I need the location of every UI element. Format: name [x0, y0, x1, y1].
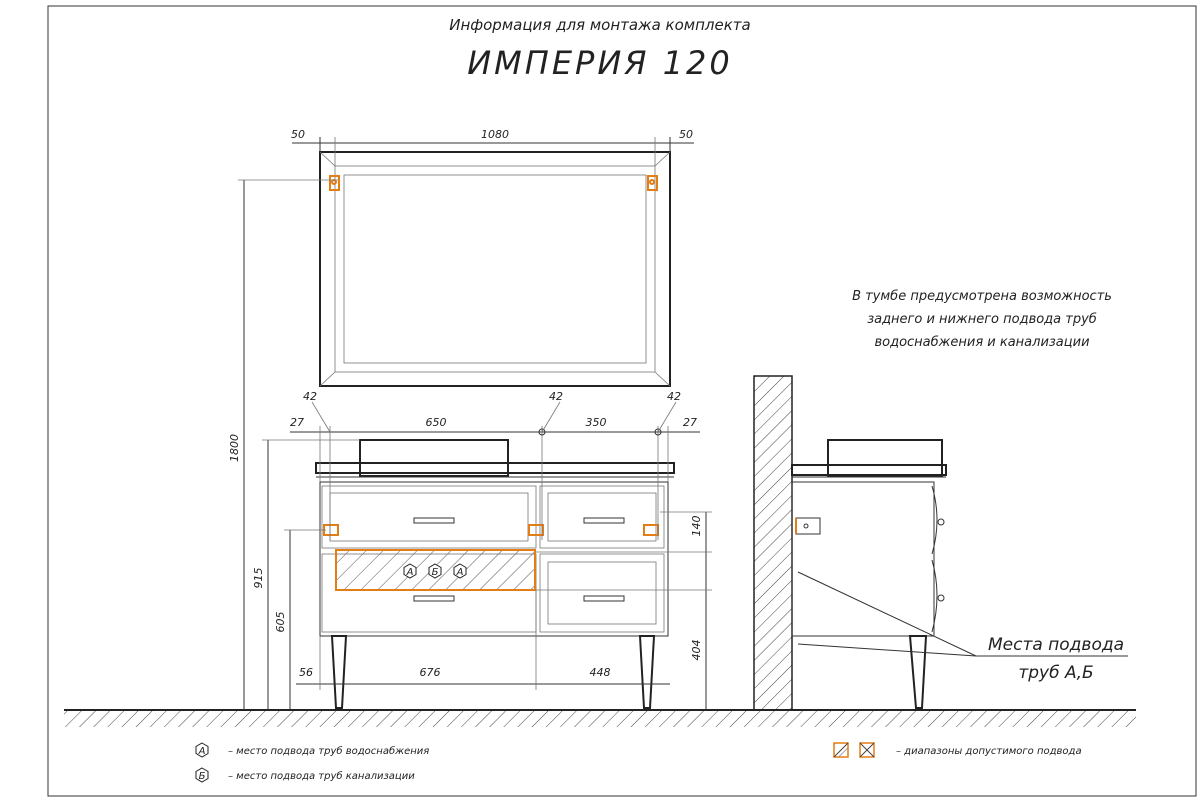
- cabinet-front: А Б А: [315, 439, 675, 709]
- note-line-3: водоснабжения и канализации: [874, 335, 1089, 350]
- dim-span-left: 650: [426, 416, 447, 429]
- dim-mirror-width: 1080: [481, 128, 509, 141]
- callout: Места подвода труб А,Б: [797, 571, 1128, 683]
- mirror-bracket-left-icon: [329, 175, 340, 191]
- hex-marker-b-icon: Б: [428, 563, 442, 579]
- basin: [359, 439, 509, 477]
- note-line-1: В тумбе предусмотрена возможность: [852, 289, 1112, 304]
- legend-b-text: – место подвода труб канализации: [228, 770, 415, 782]
- legend-range-hatch-icon: [833, 742, 849, 758]
- bracket-mid-icon: [528, 524, 544, 536]
- dim-drawer-height: 140: [690, 516, 703, 537]
- sheet-frame: [47, 5, 1197, 797]
- dim-low-height: 404: [690, 640, 703, 661]
- cabinet-body: [319, 481, 669, 637]
- dim-bottom-mid: 676: [420, 666, 441, 679]
- bracket-left-icon: [323, 524, 339, 536]
- legend-range-text: – диапазоны допустимого подвода: [896, 746, 1082, 757]
- leg-right: [638, 635, 656, 709]
- bottom-dimensions: 56 676 448: [296, 590, 670, 690]
- mirror-dimensions: 50 1080 50: [291, 128, 694, 166]
- dim-bottom-left: 56: [299, 666, 313, 679]
- side-bracket-icon: [803, 523, 809, 529]
- hex-marker-a-icon: А: [403, 563, 417, 579]
- handle: [583, 595, 625, 602]
- dim-offset-mid: 42: [549, 390, 563, 403]
- dim-edge-left: 27: [290, 416, 304, 429]
- side-leg: [908, 635, 928, 709]
- note-line-2: заднего и нижнего подвода труб: [867, 312, 1097, 327]
- side-basin: [827, 439, 943, 477]
- wall: [753, 375, 793, 711]
- svg-text:А: А: [406, 567, 414, 578]
- dim-offset-right: 42: [667, 390, 681, 403]
- legend-range-cross-icon: [859, 742, 875, 758]
- dim-total-height: 1800: [228, 434, 241, 462]
- svg-text:Б: Б: [432, 567, 439, 578]
- handle: [413, 595, 455, 602]
- top-dimensions: 42 42 42 27 650 350 27: [290, 390, 700, 540]
- svg-text:Б: Б: [199, 771, 206, 782]
- side-body: [791, 481, 935, 637]
- mirror-bracket-right-icon: [647, 175, 658, 191]
- side-view: [753, 375, 947, 711]
- page-title: ИМПЕРИЯ 120: [467, 44, 733, 82]
- leg-left: [330, 635, 348, 709]
- right-dimensions: 140 404: [536, 511, 712, 710]
- legend: А – место подвода труб водоснабжения Б –…: [195, 742, 1082, 783]
- legend-hex-b-icon: Б: [195, 767, 209, 783]
- dim-cabinet-height: 915: [252, 568, 265, 589]
- height-dimensions: 1800 915 605: [228, 179, 360, 710]
- floor: [64, 709, 1136, 727]
- dim-offset-left: 42: [303, 390, 317, 403]
- dim-span-right: 350: [586, 416, 607, 429]
- mirror: [319, 151, 671, 387]
- legend-hex-a-icon: А: [195, 742, 209, 758]
- svg-text:А: А: [198, 746, 206, 757]
- dim-pipes-height: 605: [274, 612, 287, 633]
- callout-line-2: труб А,Б: [1018, 663, 1093, 683]
- hex-marker-a-icon: А: [453, 563, 467, 579]
- dim-mirror-right: 50: [679, 128, 693, 141]
- dim-mirror-left: 50: [291, 128, 305, 141]
- dim-bottom-right: 448: [590, 666, 611, 679]
- handle: [583, 517, 625, 524]
- installation-note: В тумбе предусмотрена возможность заднег…: [852, 289, 1112, 350]
- handle: [413, 517, 455, 524]
- allowable-range-zone: [335, 549, 536, 591]
- legend-a-text: – место подвода труб водоснабжения: [228, 745, 429, 757]
- callout-line-1: Места подвода: [988, 635, 1124, 655]
- subtitle: Информация для монтажа комплекта: [449, 16, 750, 34]
- countertop: [315, 462, 675, 474]
- side-countertop: [791, 464, 947, 476]
- svg-text:А: А: [456, 567, 464, 578]
- dim-edge-right: 27: [683, 416, 697, 429]
